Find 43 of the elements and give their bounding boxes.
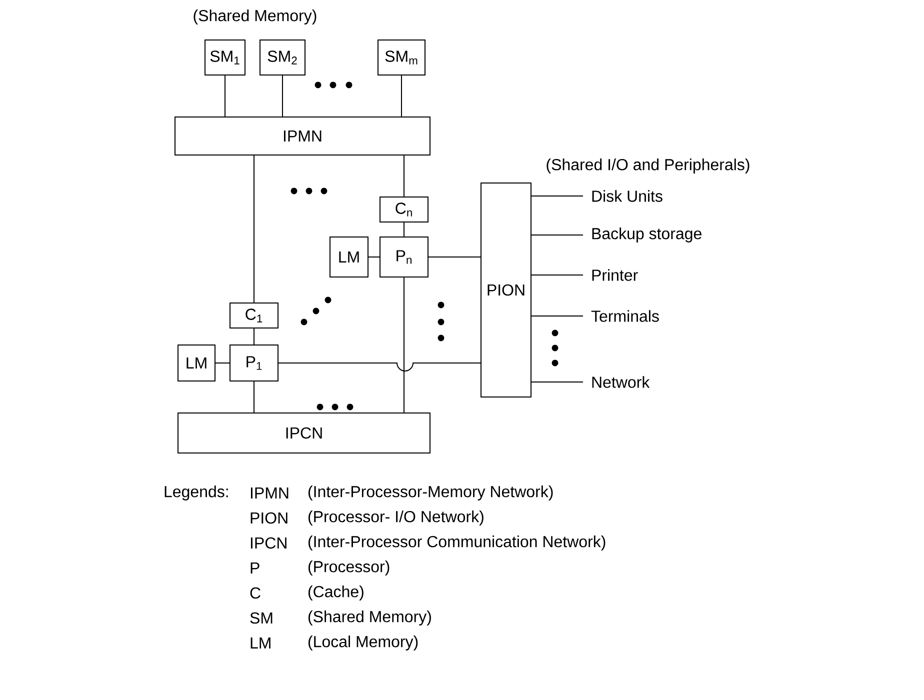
- component-box: LM: [178, 344, 216, 382]
- component-box: SM$_{1}$: [204, 40, 246, 76]
- legend-abbreviation: IPMN: [250, 488, 288, 498]
- legend-description: (Local Memory): [308, 636, 418, 650]
- peripheral-label: Backup storage: [592, 228, 702, 242]
- legend-abbreviation: LM: [250, 637, 270, 648]
- legend-description: (Inter-Processor-Memory Network): [308, 486, 553, 500]
- connector-line: [401, 75, 402, 117]
- component-box: C$_{1}$: [230, 302, 278, 328]
- legend-abbreviation: IPCN: [250, 537, 286, 549]
- legend-abbreviation: PION: [250, 512, 288, 524]
- label-text: (Shared Memory): [194, 10, 316, 24]
- peripheral-label: Network: [592, 376, 650, 388]
- legend-abbreviation: P: [250, 562, 260, 574]
- connector-line: [368, 256, 380, 258]
- component-box: LM: [330, 236, 368, 278]
- connector-line: [282, 75, 283, 117]
- component-box: SM$_{m}$: [378, 40, 426, 76]
- connector-line: [531, 234, 584, 236]
- legend-abbreviation: C: [250, 587, 260, 599]
- legend-description: (Shared Memory): [308, 610, 431, 626]
- connector-line: [531, 274, 584, 276]
- component-box: P$_{1}$: [230, 344, 278, 382]
- legend-description: (Processor- I/O Network): [308, 510, 484, 526]
- connector-line: [278, 362, 481, 372]
- label-text: (Shared I/O and Peripherals): [546, 158, 750, 174]
- legend-description: (Inter-Processor Communication Network): [308, 536, 606, 550]
- peripheral-label: Printer: [592, 269, 638, 281]
- peripheral-label: Disk Units: [592, 190, 662, 202]
- connector-line: [428, 256, 481, 258]
- peripheral-label: Terminals: [591, 310, 659, 322]
- legend-description: (Cache): [308, 586, 364, 600]
- legend-heading: Legends:: [164, 486, 228, 500]
- network-box: IPMN: [174, 116, 430, 156]
- component-box: C$_{n}$: [380, 196, 428, 222]
- connector-line: [215, 362, 230, 364]
- component-box: SM$_{2}$: [260, 40, 306, 76]
- legend-description: (Processor): [308, 560, 390, 576]
- legend-abbreviation: SM: [250, 612, 272, 624]
- network-box: PION: [480, 182, 532, 398]
- connector-line: [224, 75, 226, 117]
- component-box: P$_{n}$: [380, 236, 428, 278]
- network-box: IPCN: [178, 412, 430, 454]
